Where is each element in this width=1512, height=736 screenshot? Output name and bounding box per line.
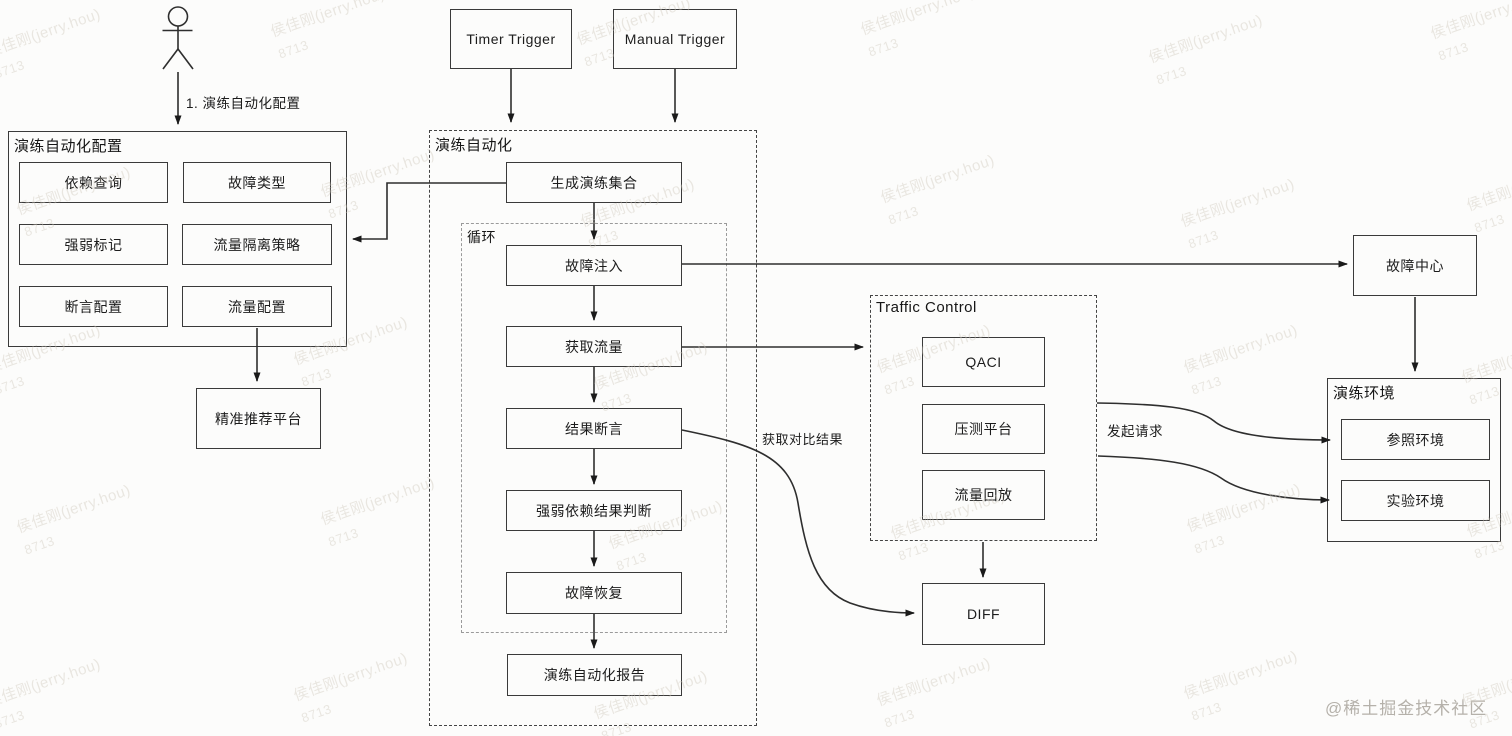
watermark-name: 侯佳刚(jerry.hou) [291, 649, 410, 705]
watermark-number: 8713 [0, 706, 27, 731]
env-panel-title: 演练环境 [1333, 385, 1396, 402]
step-get-traffic: 获取流量 [506, 326, 682, 367]
watermark-number: 8713 [896, 538, 931, 563]
watermark: 侯佳刚(jerry.hou)8713 [291, 648, 418, 729]
watermark: 侯佳刚(jerry.hou)8713 [1181, 646, 1308, 727]
watermark-name: 侯佳刚(jerry.hou) [1181, 321, 1300, 377]
watermark: 侯佳刚(jerry.hou)8713 [1146, 10, 1273, 91]
watermark: 侯佳刚(jerry.hou)8713 [1184, 479, 1311, 560]
edge-trafficcontrol-to-experiment [1097, 455, 1330, 504]
watermark-name: 侯佳刚(jerry.hou) [1428, 0, 1512, 43]
watermark: 侯佳刚(jerry.hou)8713 [318, 472, 445, 553]
watermark-number: 8713 [326, 524, 361, 549]
watermark: 侯佳刚(jerry.hou)8713 [858, 0, 985, 63]
automation-panel-title: 演练自动化 [435, 137, 513, 154]
send-request-label: 发起请求 [1107, 424, 1163, 439]
watermark-number: 8713 [1472, 210, 1507, 235]
watermark: 侯佳刚(jerry.hou)8713 [1181, 320, 1308, 401]
loop-panel-title: 循环 [467, 229, 496, 245]
config-item-traffic-isolation: 流量隔离策略 [182, 224, 332, 265]
watermark: 侯佳刚(jerry.hou)8713 [14, 480, 141, 561]
config-panel: 演练自动化配置 [8, 131, 347, 347]
watermark: 侯佳刚(jerry.hou)8713 [0, 654, 111, 735]
watermark-number: 8713 [0, 56, 27, 81]
watermark-number: 8713 [882, 705, 917, 730]
watermark-number: 8713 [1189, 698, 1224, 723]
watermark-name: 侯佳刚(jerry.hou) [268, 0, 387, 41]
step-fault-injection: 故障注入 [506, 245, 682, 286]
watermark-number: 8713 [22, 532, 57, 557]
watermark-number: 8713 [1189, 372, 1224, 397]
watermark-name: 侯佳刚(jerry.hou) [0, 655, 103, 711]
timer-trigger-node: Timer Trigger [450, 9, 572, 69]
watermark-name: 侯佳刚(jerry.hou) [878, 151, 997, 207]
config-item-strong-weak-mark: 强弱标记 [19, 224, 168, 265]
watermark-number: 8713 [1192, 531, 1227, 556]
compare-result-label: 获取对比结果 [762, 432, 844, 447]
juejin-credit: @稀土掘金技术社区 [1325, 699, 1488, 718]
config-item-traffic-config: 流量配置 [182, 286, 332, 327]
step-generate-drill-set: 生成演练集合 [506, 162, 682, 203]
watermark-number: 8713 [0, 372, 27, 397]
traffic-control-panel: Traffic Control [870, 295, 1097, 541]
watermark-number: 8713 [299, 364, 334, 389]
watermark: 侯佳刚(jerry.hou)8713 [1428, 0, 1512, 67]
watermark-number: 8713 [276, 36, 311, 61]
watermark-name: 侯佳刚(jerry.hou) [1464, 159, 1512, 215]
watermark-name: 侯佳刚(jerry.hou) [318, 473, 437, 529]
watermark: 侯佳刚(jerry.hou)8713 [1178, 174, 1305, 255]
traffic-control-panel-title: Traffic Control [876, 299, 977, 316]
watermark-number: 8713 [582, 44, 617, 69]
watermark: 侯佳刚(jerry.hou)8713 [268, 0, 395, 65]
watermark-name: 侯佳刚(jerry.hou) [0, 5, 103, 61]
step-result-assertion: 结果断言 [506, 408, 682, 449]
step-strong-weak-judgement: 强弱依赖结果判断 [506, 490, 682, 531]
watermark: 侯佳刚(jerry.hou)8713 [878, 150, 1005, 231]
watermark-name: 侯佳刚(jerry.hou) [874, 654, 993, 710]
traffic-item-traffic-replay: 流量回放 [922, 470, 1045, 520]
env-item-experiment: 实验环境 [1341, 480, 1490, 521]
recommend-platform-node: 精准推荐平台 [196, 388, 321, 449]
config-item-assertion-config: 断言配置 [19, 286, 168, 327]
watermark-number: 8713 [1436, 38, 1471, 63]
config-item-dependency-query: 依赖查询 [19, 162, 168, 203]
traffic-item-qaci: QACI [922, 337, 1045, 387]
fault-center-node: 故障中心 [1353, 235, 1477, 296]
watermark-number: 8713 [1154, 62, 1189, 87]
watermark-name: 侯佳刚(jerry.hou) [1146, 11, 1265, 67]
watermark-name: 侯佳刚(jerry.hou) [1181, 647, 1300, 703]
watermark-number: 8713 [1186, 226, 1221, 251]
watermark-name: 侯佳刚(jerry.hou) [14, 481, 133, 537]
watermark-number: 8713 [866, 34, 901, 59]
config-panel-title: 演练自动化配置 [14, 138, 123, 155]
actor-flow-label: 1. 演练自动化配置 [186, 96, 301, 111]
automation-panel: 演练自动化 [429, 130, 757, 726]
watermark-name: 侯佳刚(jerry.hou) [1178, 175, 1297, 231]
watermark: 侯佳刚(jerry.hou)8713 [0, 4, 111, 85]
manual-trigger-node: Manual Trigger [613, 9, 737, 69]
traffic-item-stress-platform: 压测平台 [922, 404, 1045, 454]
watermark-name: 侯佳刚(jerry.hou) [858, 0, 977, 39]
step-automation-report: 演练自动化报告 [507, 654, 682, 696]
watermark: 侯佳刚(jerry.hou)8713 [874, 653, 1001, 734]
watermark-number: 8713 [886, 202, 921, 227]
config-item-fault-type: 故障类型 [183, 162, 331, 203]
actor-icon [162, 6, 194, 70]
env-item-reference: 参照环境 [1341, 419, 1490, 460]
diff-node: DIFF [922, 583, 1045, 645]
step-fault-recovery: 故障恢复 [506, 572, 682, 614]
watermark: 侯佳刚(jerry.hou)8713 [1464, 158, 1512, 239]
watermark-name: 侯佳刚(jerry.hou) [1184, 480, 1303, 536]
watermark-number: 8713 [299, 700, 334, 725]
